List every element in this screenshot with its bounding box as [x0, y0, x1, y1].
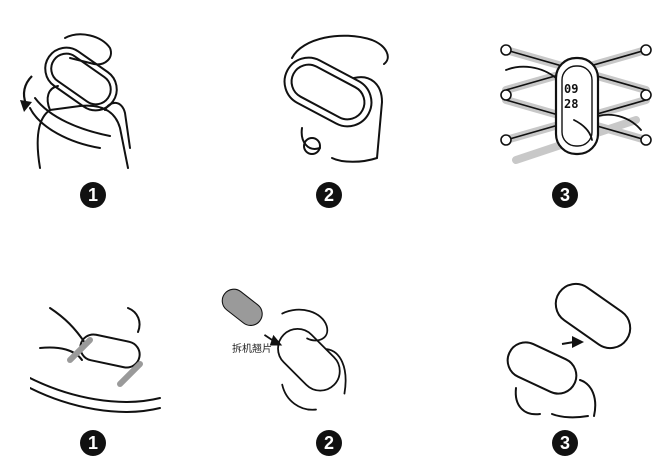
- step-number-badge: 3: [552, 182, 578, 208]
- removal-step-3-illustration: 09 28: [496, 20, 656, 180]
- tracker-screen-minute: 28: [564, 97, 579, 111]
- removal-card-label: 拆机翘片: [232, 344, 272, 355]
- step-number-badge: 2: [316, 430, 342, 456]
- strap-tool-icon: [30, 307, 161, 413]
- step-number-badge: 2: [316, 182, 342, 208]
- install-step-1-illustration: [30, 278, 190, 438]
- step-number-badge: 1: [80, 430, 106, 456]
- install-step-2-illustration: 拆机翘片: [220, 278, 380, 438]
- tracker-tilt-out-icon: [20, 33, 131, 169]
- step-number-badge: 3: [552, 430, 578, 456]
- removal-card-icon: [221, 288, 347, 411]
- tracker-screen-hour: 09: [564, 82, 579, 96]
- tracker-pull-out-icon: [283, 34, 389, 163]
- tracker-on-strap-icon: [500, 44, 652, 164]
- step-number-badge: 1: [80, 182, 106, 208]
- removal-step-2-illustration: [262, 18, 422, 178]
- tracker-insert-icon: [506, 282, 632, 419]
- install-step-3-illustration: [496, 278, 656, 438]
- removal-step-1-illustration: [10, 18, 170, 178]
